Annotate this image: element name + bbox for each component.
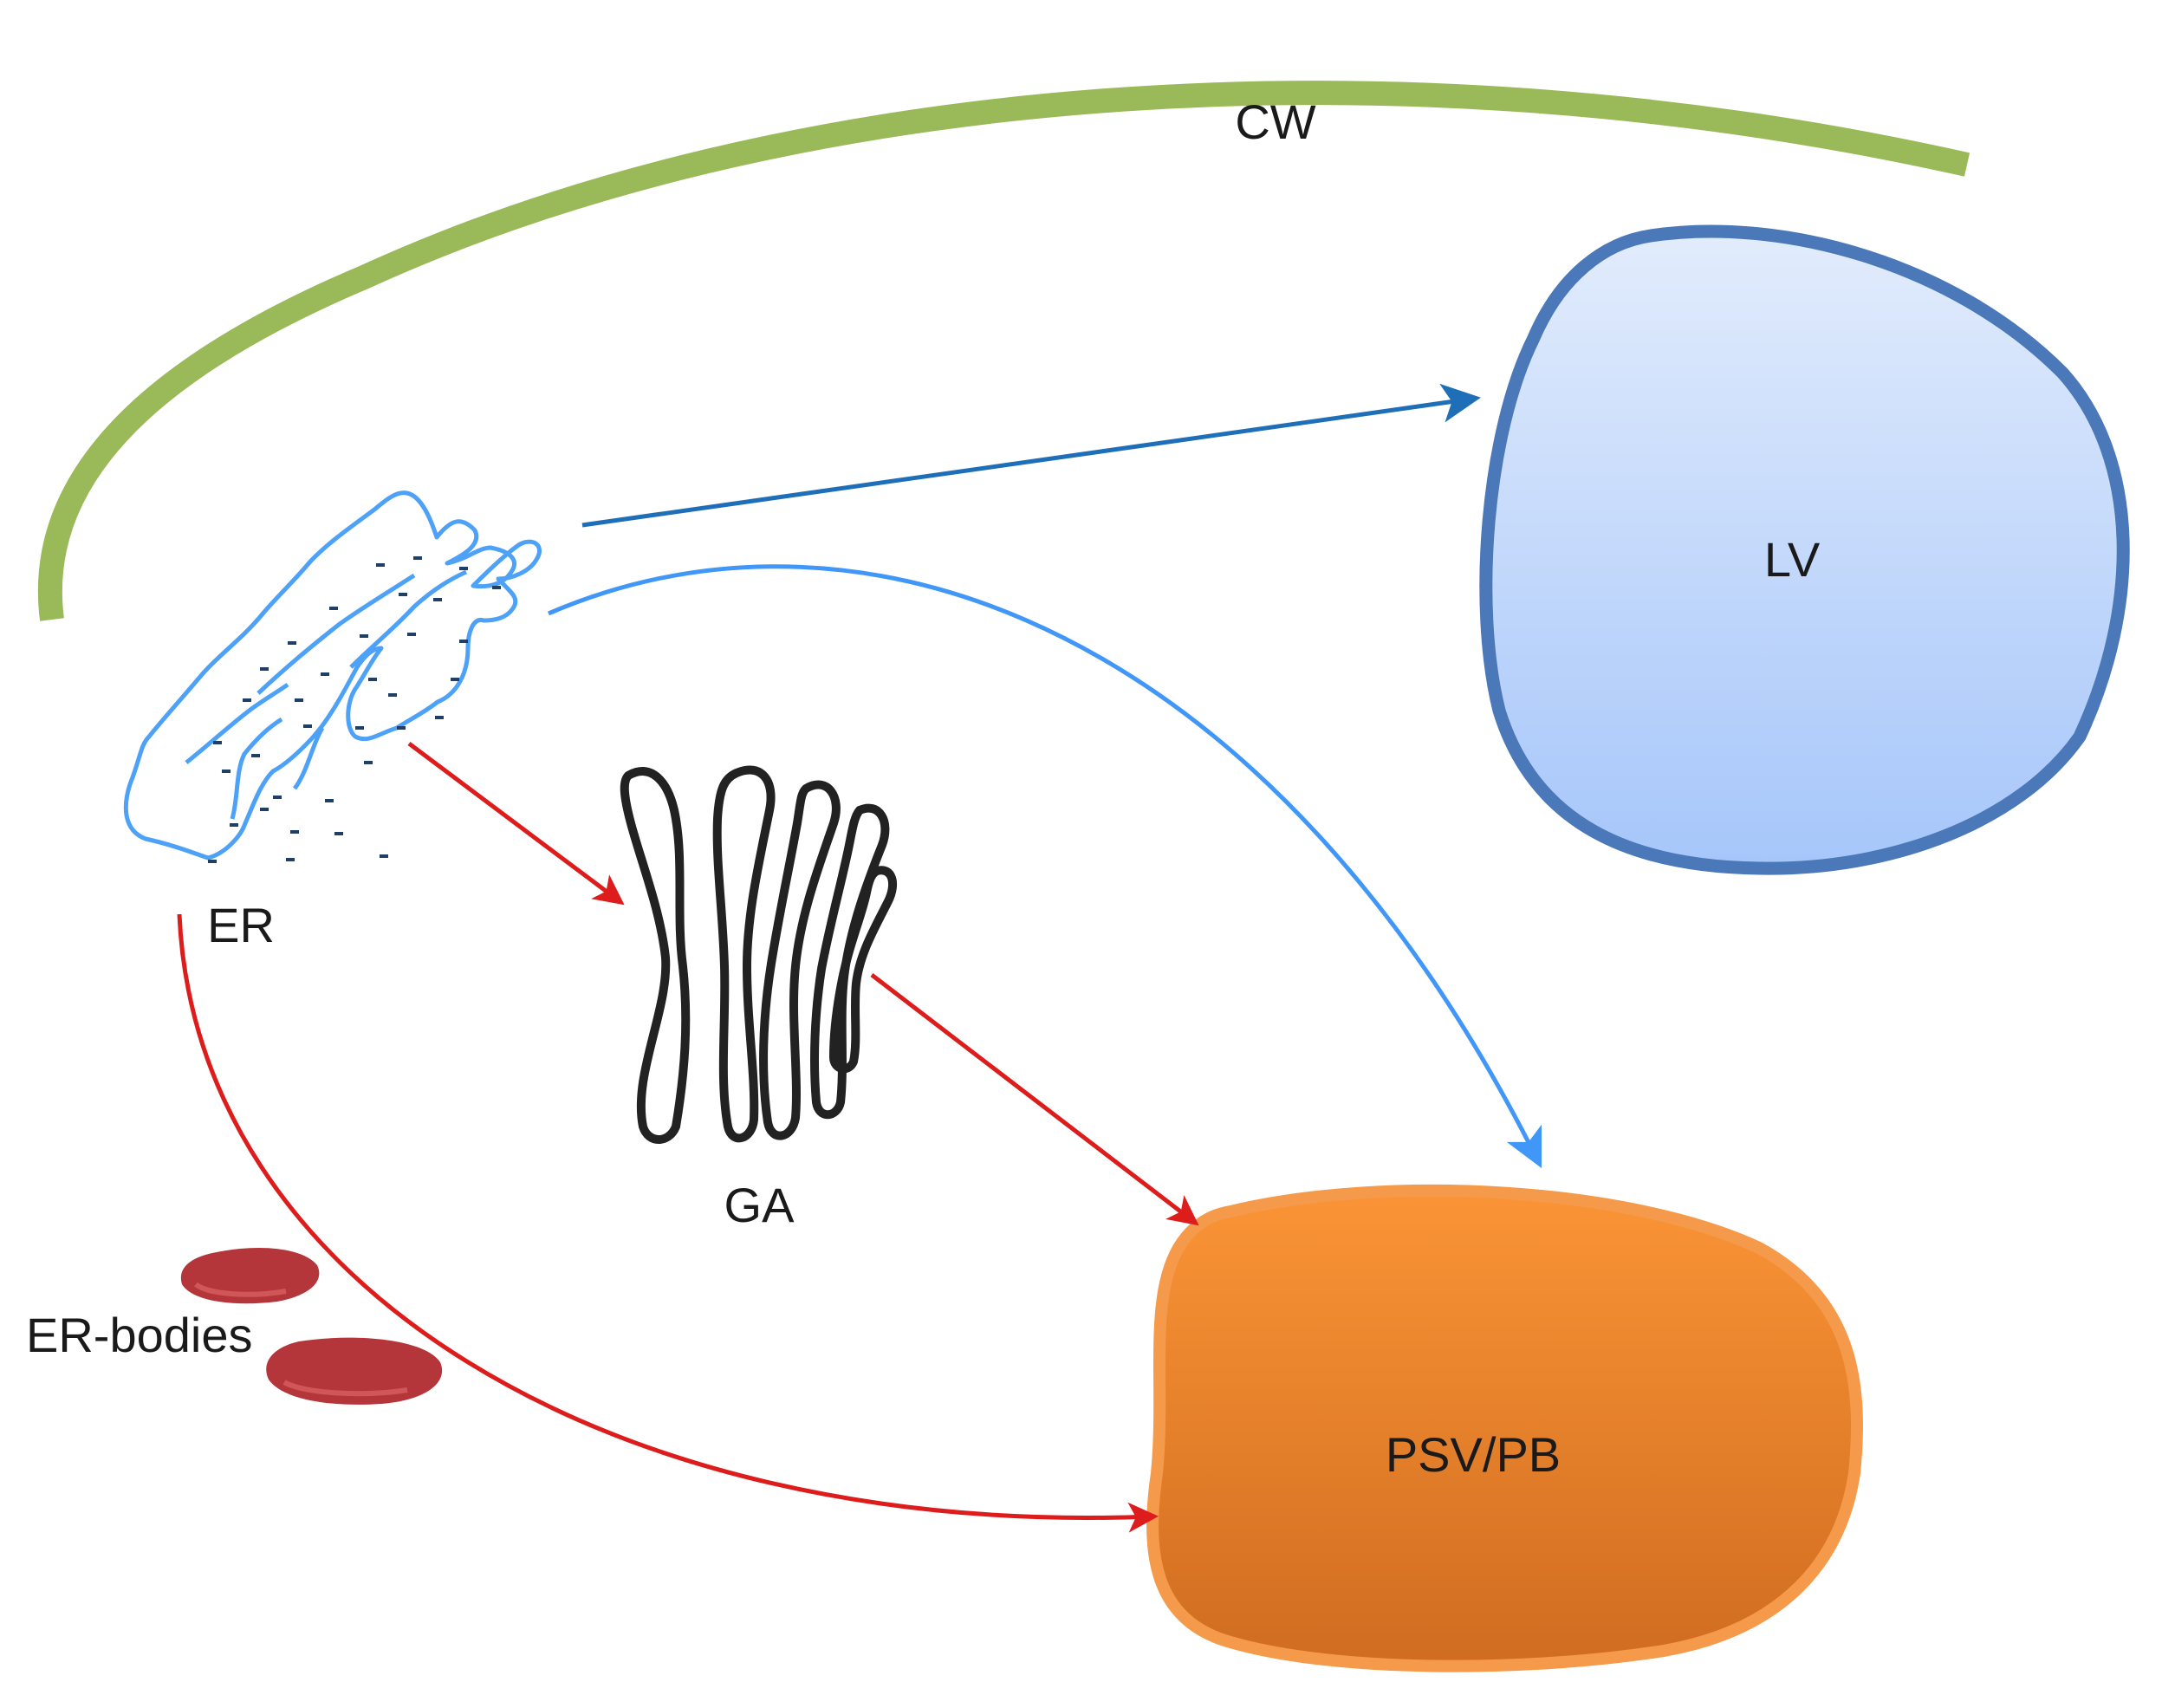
arrow-er-to-ga <box>407 741 625 906</box>
ribosome <box>459 640 468 643</box>
ga-label: GA <box>724 1178 795 1232</box>
ribosome <box>360 634 368 638</box>
endoplasmic-reticulum <box>123 490 542 863</box>
golgi-cisterna <box>829 866 898 1074</box>
ribosome <box>376 563 385 567</box>
lv-label: LV <box>1764 532 1821 587</box>
ribosome <box>290 830 299 834</box>
golgi-cisterna <box>620 767 691 1144</box>
ribosome <box>459 567 468 570</box>
ribosome <box>251 754 260 757</box>
ribosome <box>295 698 303 702</box>
ribosome <box>213 741 222 744</box>
ribosome <box>399 593 407 596</box>
ribosome <box>286 858 295 861</box>
ribosome <box>222 770 230 773</box>
golgi-apparatus <box>620 765 898 1144</box>
ribosome <box>288 641 296 645</box>
ribosome <box>388 693 397 697</box>
golgi-cisterna <box>759 780 841 1140</box>
ribosome <box>273 796 282 799</box>
ribosome <box>368 678 377 681</box>
er-bodies-label: ER-bodies <box>26 1308 252 1362</box>
ribosome <box>260 808 269 811</box>
ribosome <box>321 672 329 676</box>
er-label: ER <box>207 898 275 952</box>
ribosome <box>364 761 373 764</box>
ribosome <box>380 854 388 858</box>
er-body-highlight <box>282 1380 408 1397</box>
er-membrane <box>123 490 542 860</box>
ribosome <box>413 556 422 560</box>
ribosome <box>451 678 459 681</box>
arrow-ga-to-psv <box>870 973 1199 1226</box>
ribosome <box>208 860 217 863</box>
ribosome <box>303 724 312 728</box>
ribosome <box>334 832 343 835</box>
ribosome <box>325 799 334 802</box>
er-cisterna-inner-1 <box>349 569 468 669</box>
ribosome <box>492 586 501 589</box>
protein-storage-vacuole <box>1146 1184 1863 1672</box>
ribosomes <box>208 556 501 863</box>
ribosome <box>397 726 406 730</box>
er-cisterna-inner-4 <box>230 717 283 820</box>
er-cisterna-inner-2 <box>256 573 416 695</box>
arrow-er-to-psv-blue <box>548 564 1542 1169</box>
ribosome <box>260 667 269 671</box>
ribosome <box>407 633 416 636</box>
ribosome <box>243 698 251 702</box>
er-bodies <box>180 1248 443 1405</box>
arrow-er-to-lv <box>581 383 1481 528</box>
er-body-highlight <box>194 1282 287 1297</box>
golgi-cisterna <box>712 765 776 1143</box>
ribosome <box>435 716 444 719</box>
lytic-vacuole <box>1479 224 2130 875</box>
ribosome <box>355 726 364 730</box>
arrow-er-to-psv-red <box>177 913 1159 1533</box>
psv-pb-label: PSV/PB <box>1386 1427 1561 1482</box>
cw-label: CW <box>1235 94 1315 149</box>
ribosome <box>433 598 442 601</box>
ribosome <box>329 607 338 610</box>
cell-wall <box>37 81 1970 621</box>
er-cisterna-inner-5 <box>292 726 325 790</box>
er-cisterna-inner-3 <box>185 682 289 764</box>
ribosome <box>230 823 238 827</box>
